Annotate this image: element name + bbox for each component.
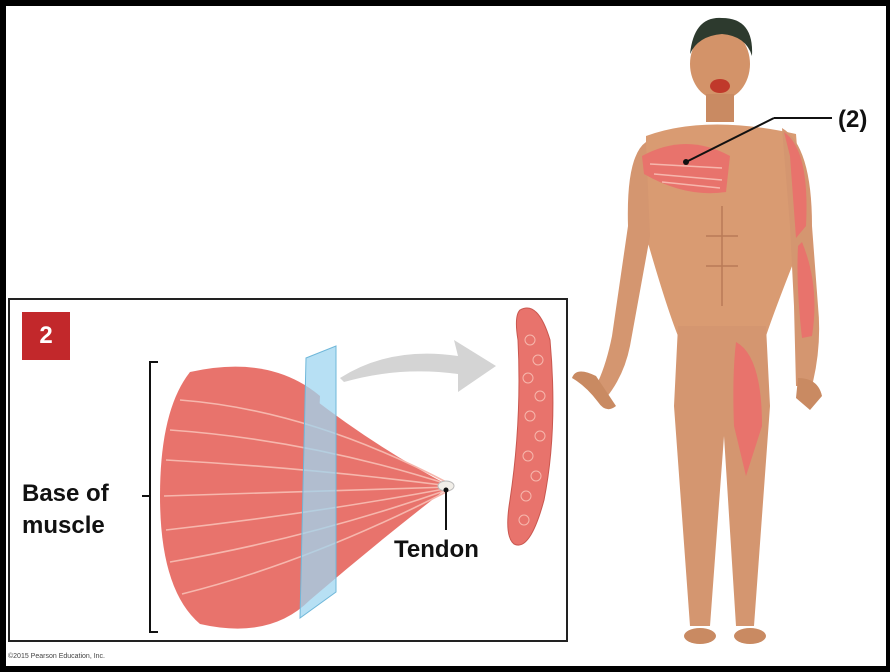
callout-dot [683, 159, 689, 165]
muscle-inset-panel: 2 [8, 298, 568, 642]
muscle-taper [310, 396, 450, 600]
base-bracket [149, 361, 158, 633]
figure-right-hand [572, 371, 616, 410]
abdomen-lines [706, 206, 738, 306]
figure-left-hand [796, 378, 822, 410]
pectoral-muscle [642, 144, 730, 194]
human-figure [572, 17, 832, 644]
step-badge: 2 [22, 312, 70, 360]
cross-section-fascicles [518, 334, 546, 526]
neck [706, 94, 734, 122]
base-label-line2: muscle [22, 512, 105, 539]
base-of-muscle-label: Base of muscle [22, 478, 109, 542]
cross-section-plane [299, 345, 337, 619]
forearm-muscle [797, 242, 815, 338]
tendon-dot [443, 487, 449, 493]
mouth [710, 79, 730, 93]
callout-leader-line [685, 117, 775, 163]
figure-right-arm [596, 142, 650, 398]
base-label-line1: Base of [22, 480, 109, 507]
tendon-label: Tendon [394, 536, 479, 563]
pectoral-callout-label: (2) [838, 106, 868, 133]
muscle-cross-section [507, 307, 554, 546]
hair [690, 17, 753, 56]
figure-canvas: (2) 2 [6, 6, 886, 666]
thigh-muscle [733, 342, 762, 476]
copyright-notice: ©2015 Pearson Education, Inc. [8, 653, 105, 660]
pectoral-striations [649, 163, 723, 189]
muscle-base [160, 366, 320, 629]
right-foot [734, 628, 766, 644]
muscle-illustration [142, 307, 554, 633]
arrow-icon [340, 340, 496, 392]
deltoid-muscle [784, 132, 807, 238]
left-foot [684, 628, 716, 644]
head [690, 28, 750, 100]
